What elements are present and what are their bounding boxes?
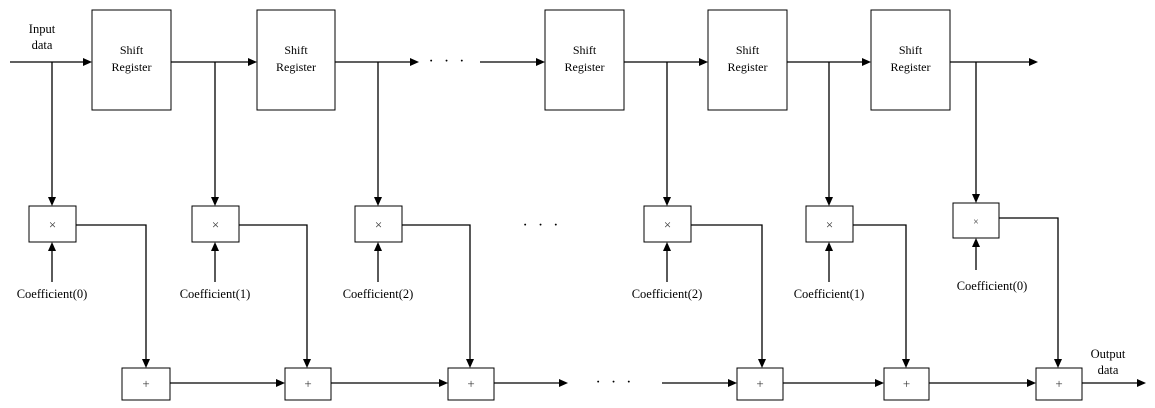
- output-label-line-2: data: [1098, 363, 1119, 377]
- multiply-symbol: ×: [212, 217, 219, 232]
- arrowheads: [48, 58, 1146, 387]
- shift-register-1: Shift Register: [91, 9, 172, 111]
- multiplier-2: ×: [191, 205, 240, 243]
- register-line-1: Shift: [573, 43, 597, 57]
- shift-register-5: Shift Register: [870, 9, 951, 111]
- adder-1: +: [121, 367, 171, 401]
- register-line-2: Register: [276, 60, 316, 74]
- add-symbol: +: [1055, 376, 1062, 391]
- multiply-symbol: ×: [375, 217, 382, 232]
- adder-5: +: [883, 367, 930, 401]
- input-label-line-2: data: [32, 38, 53, 52]
- add-symbol: +: [142, 376, 149, 391]
- shift-register-2: Shift Register: [256, 9, 336, 111]
- coefficient-label: Coefficient(2): [343, 287, 414, 301]
- shift-register-4: Shift Register: [707, 9, 788, 111]
- coefficient-label: Coefficient(2): [632, 287, 703, 301]
- input-label-line-1: Input: [29, 22, 56, 36]
- adder-4: +: [736, 367, 784, 401]
- output-label-line-1: Output: [1091, 347, 1126, 361]
- register-line-1: Shift: [899, 43, 923, 57]
- register-line-2: Register: [565, 60, 605, 74]
- register-line-2: Register: [891, 60, 931, 74]
- multiplier-5: ×: [805, 205, 854, 243]
- coefficient-label: Coefficient(0): [957, 279, 1028, 293]
- coefficient-label: Coefficient(0): [17, 287, 88, 301]
- multiply-symbol: ×: [664, 217, 671, 232]
- add-symbol: +: [304, 376, 311, 391]
- ellipsis-middle: · · ·: [523, 217, 562, 234]
- coefficient-label: Coefficient(1): [794, 287, 865, 301]
- multiply-symbol: ×: [973, 217, 979, 228]
- add-symbol: +: [756, 376, 763, 391]
- shift-register-3: Shift Register: [544, 9, 625, 111]
- adder-6: +: [1035, 367, 1083, 401]
- add-symbol: +: [467, 376, 474, 391]
- wires: [10, 61, 1138, 384]
- multiplier-3: ×: [354, 205, 403, 243]
- ellipsis-bottom: · · ·: [596, 374, 635, 391]
- multiply-symbol: ×: [49, 217, 56, 232]
- ellipsis-top: · · ·: [429, 53, 468, 70]
- multiply-symbol: ×: [826, 217, 833, 232]
- multiplier-4: ×: [643, 205, 692, 243]
- multiplier-6: ×: [952, 202, 1000, 239]
- register-line-2: Register: [112, 60, 152, 74]
- adder-2: +: [284, 367, 332, 401]
- coefficient-label: Coefficient(1): [180, 287, 251, 301]
- adder-3: +: [447, 367, 495, 401]
- add-symbol: +: [903, 376, 910, 391]
- register-line-1: Shift: [284, 43, 308, 57]
- register-line-1: Shift: [736, 43, 760, 57]
- multiplier-1: ×: [28, 205, 77, 243]
- register-line-1: Shift: [120, 43, 144, 57]
- register-line-2: Register: [728, 60, 768, 74]
